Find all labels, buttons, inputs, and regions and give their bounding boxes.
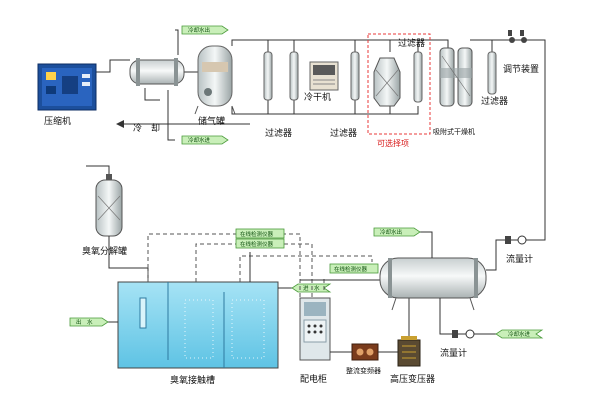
contact-tank-label: 臭氧接触槽 <box>170 374 215 386</box>
filter-1a <box>263 51 273 101</box>
tag-cw-in-right: 冷却水进 <box>495 329 544 339</box>
optional-label: 可选择项 <box>377 138 409 148</box>
distribution-cabinet <box>299 297 331 361</box>
ozone-decomposer-label: 臭氧分解罐 <box>82 245 127 257</box>
pipe-top-run <box>294 39 356 52</box>
hv-transformer <box>397 336 421 367</box>
pipe-main-right <box>492 39 546 241</box>
cold-dryer-label: 冷干机 <box>304 91 331 103</box>
ozone-decomposer <box>95 174 123 237</box>
rectifier-label: 整流变频器 <box>346 366 381 375</box>
pipe-generator-cw-in <box>439 298 496 335</box>
pipe-decomposer-tank <box>108 236 149 282</box>
tag-cw-out-top: 冷却水出 <box>181 25 229 35</box>
pipe-bottom-run <box>268 100 419 115</box>
distribution-cabinet-label: 配电柜 <box>300 373 327 385</box>
cold-dryer <box>309 61 339 91</box>
tag-cw-in-top: 冷却水进 <box>181 135 229 145</box>
flowmeter-2 <box>452 329 475 339</box>
compressor <box>37 63 97 111</box>
ozone-generator <box>379 257 487 311</box>
regulator-valves <box>508 30 527 43</box>
regulator-label: 调节装置 <box>503 63 539 75</box>
compressor-label: 压缩机 <box>44 115 71 127</box>
tag-online-detector-2: 在线检测仪器 <box>235 238 285 249</box>
svg-text:在线检测仪器: 在线检测仪器 <box>240 230 274 238</box>
pipe-cooler-drain <box>144 88 160 101</box>
filter-right <box>487 51 497 95</box>
filter-1b <box>289 51 299 101</box>
cooling-label: 冷 却 <box>133 122 160 134</box>
flowmeter-1 <box>505 235 527 245</box>
adsorption-dryer-label: 吸附式干燥机 <box>433 127 475 136</box>
filter-2 <box>350 51 360 101</box>
pipe-filter-bypass <box>268 39 295 52</box>
flowmeter-1-label: 流量计 <box>506 253 533 265</box>
optional-filter-vessel <box>373 57 401 107</box>
flowmeter-2-label: 流量计 <box>440 347 467 359</box>
tag-cw-out-right: 冷却水出 <box>373 227 421 237</box>
tag-online-detector-3: 在线检测仪器 <box>329 263 379 274</box>
svg-text:出 水: 出 水 <box>76 318 93 326</box>
pipe-decomposer-vent <box>86 165 110 174</box>
optional-box <box>367 33 431 135</box>
dash-signal-1 <box>147 233 301 298</box>
filter-right-label: 过滤器 <box>481 95 508 107</box>
svg-text:冷却水进: 冷却水进 <box>188 136 211 144</box>
pipe-compressor-out <box>96 59 130 73</box>
pipe-cw-in <box>167 90 175 141</box>
pipe-generator-cw-out <box>420 231 433 258</box>
tag-outlet-water: 出 水 <box>69 317 109 327</box>
cooler <box>129 58 185 86</box>
filter-top <box>413 51 423 103</box>
pipe-to-optional <box>355 39 391 52</box>
pipe-cw-out <box>175 29 179 55</box>
pipe-tank-filter <box>231 39 269 52</box>
pipe-feed-to-generator <box>486 239 530 271</box>
svg-text:在线检测仪器: 在线检测仪器 <box>240 240 274 248</box>
filter-2-label: 过滤器 <box>330 127 357 139</box>
tag-online-detector-1: 在线检测仪器 <box>235 228 285 239</box>
svg-text:在线检测仪器: 在线检测仪器 <box>334 265 368 273</box>
hv-transformer-label: 高压变压器 <box>390 373 435 385</box>
dash-signal-3 <box>239 255 373 282</box>
filter-top-label: 过滤器 <box>398 37 425 49</box>
adsorption-dryer <box>439 47 473 107</box>
pipe-dryer-out <box>470 39 493 52</box>
gas-tank <box>194 45 236 115</box>
rectifier <box>351 343 379 361</box>
svg-text:冷却水出: 冷却水出 <box>188 26 210 34</box>
svg-text:冷却水进: 冷却水进 <box>508 330 531 338</box>
contact-tank <box>117 281 279 369</box>
filter-1-label: 过滤器 <box>265 127 292 139</box>
pipe-bottom-return <box>231 100 269 115</box>
gas-tank-label: 储气罐 <box>198 115 225 127</box>
svg-text:冷却水出: 冷却水出 <box>380 228 402 236</box>
